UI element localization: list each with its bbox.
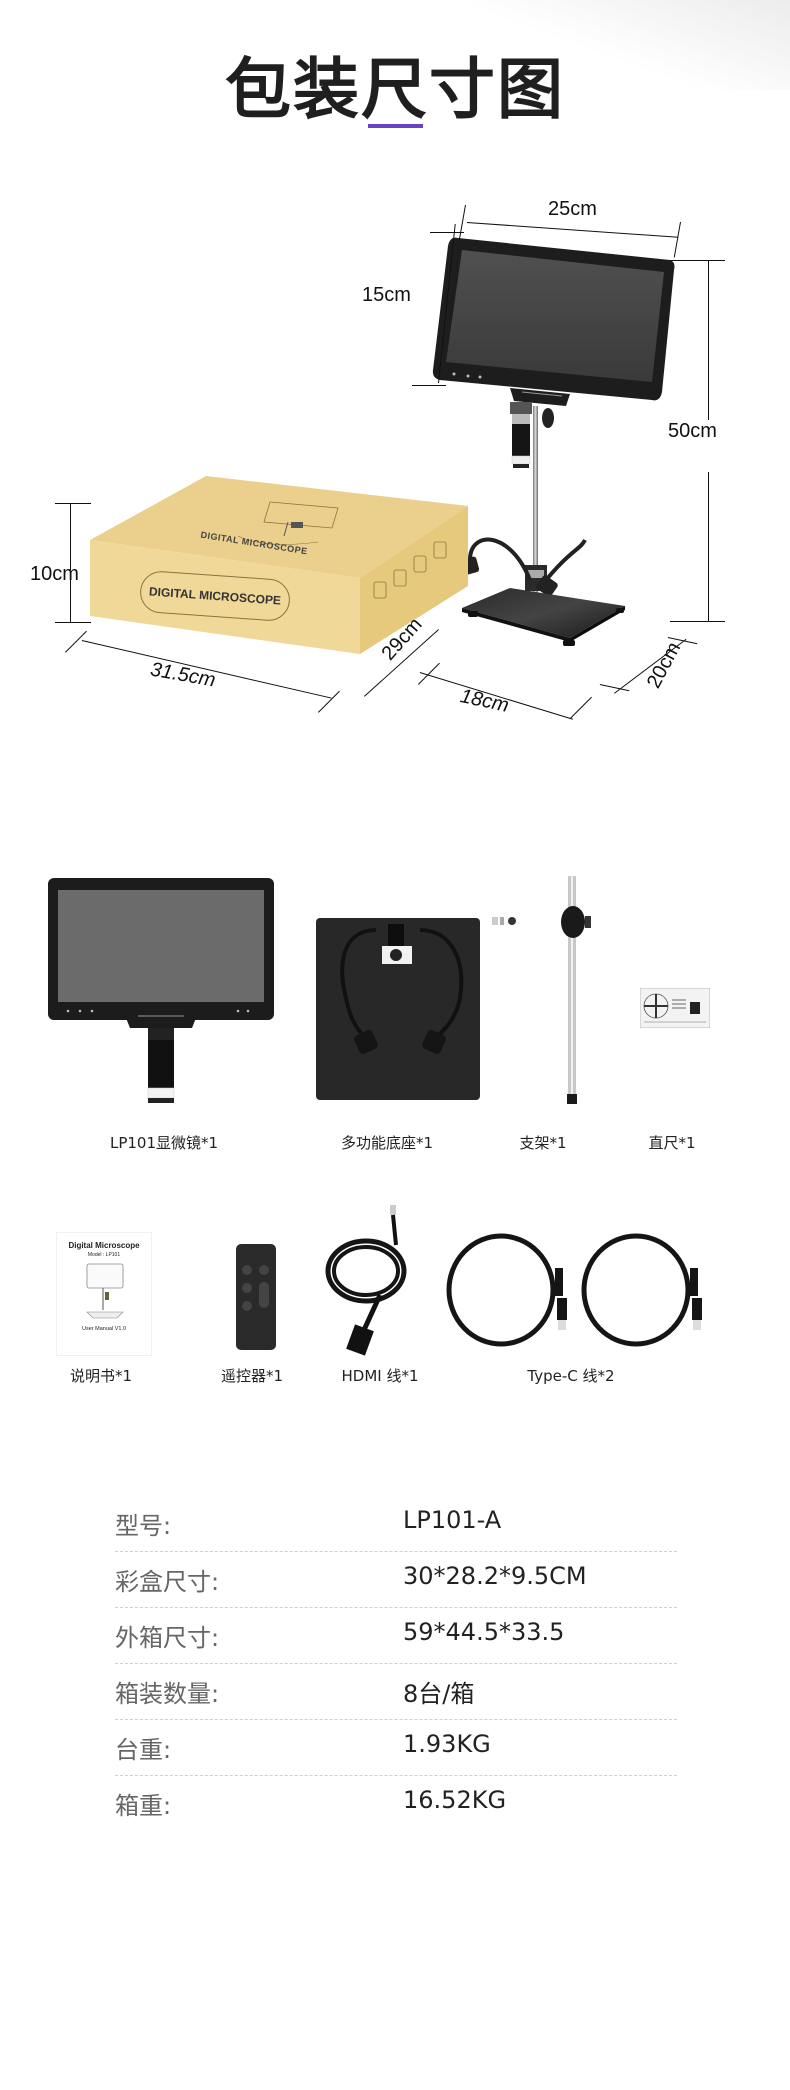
spec-divider [115,1551,677,1552]
spec-label: 型号: [115,1512,172,1540]
spec-label: 台重: [115,1736,172,1764]
dim-label-screen-width: 25cm [548,198,597,220]
dim-tick [55,503,91,504]
spec-row: 台重: 1.93KG [115,1720,677,1776]
spec-row: 型号: LP101-A [115,1496,677,1552]
manual-model: Model : LP101 [87,1252,121,1258]
manual-title: Digital Microscope [68,1241,140,1250]
dim-line-box-height [70,503,71,622]
spec-label: 外箱尺寸: [115,1624,220,1652]
dim-tick [670,260,725,261]
spec-value: 30*28.2*9.5CM [403,1562,587,1590]
accessory-label-remote: 遥控器*1 [220,1367,284,1385]
type-c-cable-icon [446,1233,567,1347]
spec-divider [115,1663,677,1664]
spec-value: 8台/箱 [403,1680,475,1708]
spec-value: 1.93KG [403,1730,491,1758]
spec-value: LP101-A [403,1506,502,1534]
accessory-label-stand: 支架*1 [519,1134,567,1152]
spec-divider [115,1607,677,1608]
dim-label-box-height: 10cm [30,563,79,585]
spec-row: 箱重: 16.52KG [115,1776,677,1832]
dim-line-total-height [708,472,709,622]
accessory-label-type-c: Type-C 线*2 [527,1367,615,1385]
dim-tick [55,622,91,623]
spec-label: 箱重: [115,1792,172,1820]
dim-label-screen-height: 15cm [362,284,411,306]
accessory-label-manual: 说明书*1 [69,1367,133,1385]
manual-footer: User Manual V1.0 [81,1326,127,1332]
dim-tick [670,621,725,622]
spec-row: 外箱尺寸: 59*44.5*33.5 [115,1608,677,1664]
spec-label: 彩盒尺寸: [115,1568,220,1596]
dim-tick [65,630,87,653]
dim-line-total-height [708,260,709,420]
dim-label-base-width: 18cm [458,685,511,717]
title-underline [368,124,423,128]
remote-control-icon [236,1244,276,1350]
package-box-icon [90,476,468,654]
accessory-label-microscope: LP101显微镜*1 [109,1134,219,1152]
page-title: 包装尺寸图 [225,51,565,128]
calibration-ruler-icon [640,988,710,1028]
accessory-label-base: 多功能底座*1 [340,1134,434,1152]
corner-shade [470,0,790,90]
spec-value: 16.52KG [403,1786,507,1814]
spec-divider [115,1775,677,1776]
spec-row: 箱装数量: 8台/箱 [115,1664,677,1720]
dim-tick [430,232,464,233]
accessory-label-hdmi: HDMI 线*1 [341,1367,419,1385]
accessory-label-ruler: 直尺*1 [648,1134,696,1152]
multi-function-base-icon [316,918,480,1100]
dim-label-total-height: 50cm [668,420,717,442]
dim-tick [570,696,592,719]
spec-value: 59*44.5*33.5 [403,1618,565,1646]
spec-row: 彩盒尺寸: 30*28.2*9.5CM [115,1552,677,1608]
user-manual-icon: Digital Microscope Model : LP101 User Ma… [56,1232,152,1356]
dim-tick [318,690,340,713]
hdmi-cable-icon [325,1205,407,1356]
microscope-illustration-icon [432,237,675,646]
manual-illustration-icon [86,1263,124,1319]
microscope-display-icon [48,878,274,1103]
spec-divider [115,1719,677,1720]
type-c-cable-icon [581,1233,702,1347]
spec-label: 箱装数量: [115,1680,220,1708]
dim-tick [412,385,446,386]
stand-pole-icon [492,876,591,1104]
